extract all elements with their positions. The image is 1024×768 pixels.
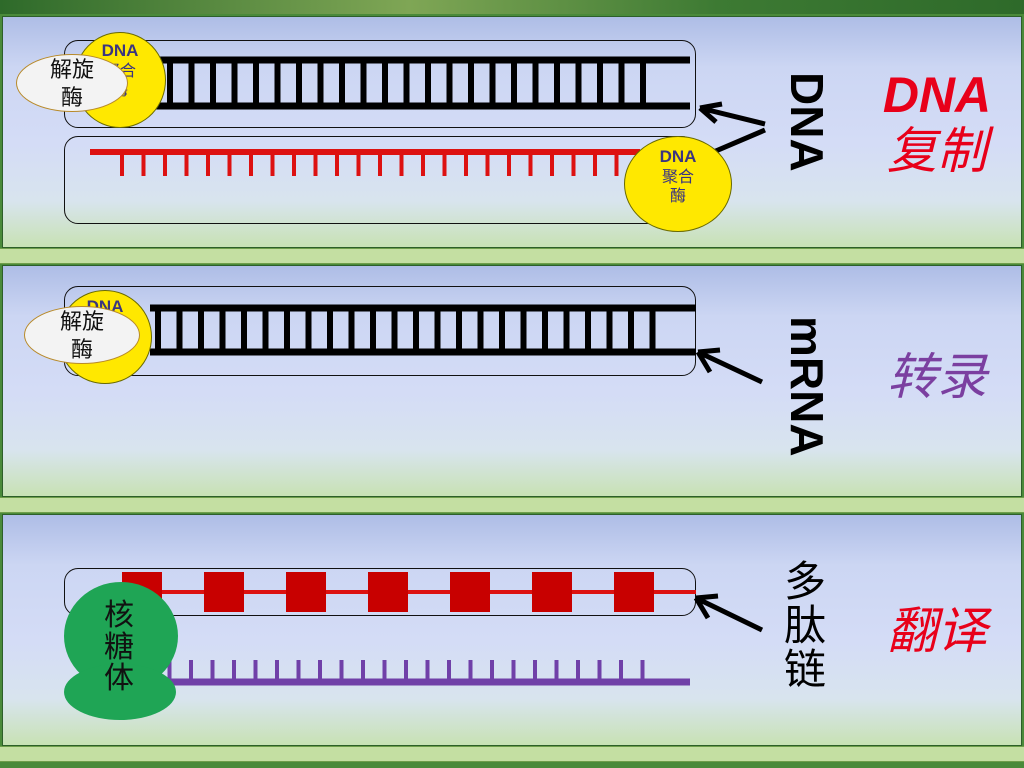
new-dna-strand [90, 149, 640, 176]
arrow-icon [698, 101, 766, 127]
translation-title: 翻译 [887, 602, 987, 660]
enzyme-name: DNA [101, 41, 139, 60]
amino-acid [532, 572, 572, 612]
transcription-panel [2, 265, 1022, 497]
top-decoration-bar [0, 0, 1024, 14]
helicase-top: 解旋 酶 [16, 54, 128, 112]
amino-acid [368, 572, 408, 612]
replication-panel [2, 16, 1022, 248]
dna-label: DNA [781, 72, 833, 172]
amino-acid [614, 572, 654, 612]
ribosome-small-subunit [64, 664, 176, 720]
dna-double-strand-replication [150, 56, 690, 110]
enzyme-line3: 酶 [669, 186, 686, 206]
amino-acid [286, 572, 326, 612]
helicase-line2: 酶 [70, 337, 93, 363]
panel-divider [0, 746, 1024, 762]
ribosome-label: 核 糖 体 [104, 598, 134, 696]
mrna-strand [92, 660, 690, 686]
helicase-line2: 酶 [60, 85, 83, 111]
arrow-icon [695, 347, 764, 385]
polypeptide-chain [122, 572, 696, 612]
enzyme-line2: 聚合 [661, 167, 694, 186]
amino-acid [204, 572, 244, 612]
arrow-icon [693, 593, 764, 633]
mrna-label: mRNA [781, 316, 833, 457]
helicase-line1: 解旋 [49, 58, 94, 83]
helicase-line1: 解旋 [59, 310, 104, 335]
polypeptide-label: 多 肽 链 [783, 557, 826, 695]
dna-double-strand-transcription [150, 304, 696, 356]
panel-divider [0, 248, 1024, 264]
title-latin: DNA [882, 67, 992, 123]
amino-acid [450, 572, 490, 612]
title-chinese: 复制 [887, 122, 987, 180]
helicase-transcription: 解旋 酶 [24, 306, 140, 364]
replication-title: DNA 复制 [862, 70, 1012, 176]
panel-divider [0, 497, 1024, 513]
dna-polymerase-bottom: DNA 聚合 酶 [624, 136, 732, 232]
enzyme-name: DNA [659, 147, 697, 166]
transcription-title: 转录 [887, 348, 987, 406]
